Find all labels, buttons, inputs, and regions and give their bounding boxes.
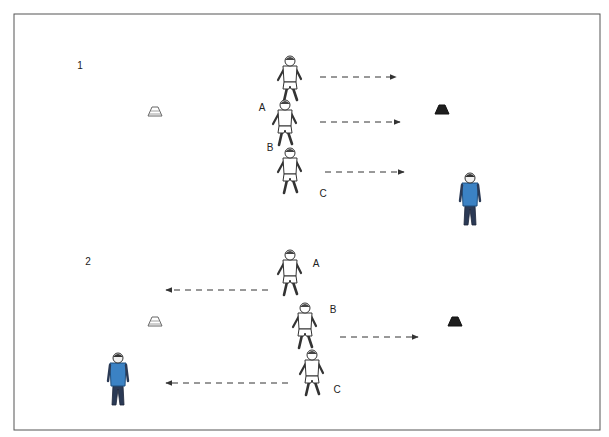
player-figure xyxy=(273,100,296,145)
player-letter: A xyxy=(312,258,321,270)
dark-cone xyxy=(435,105,449,114)
frame xyxy=(14,14,600,430)
player-figure xyxy=(278,148,301,193)
light-cone xyxy=(148,107,162,116)
section-number: 2 xyxy=(84,256,92,268)
run-arrow xyxy=(320,77,396,78)
section-number: 1 xyxy=(76,60,84,72)
run-arrow xyxy=(325,172,404,173)
player-letter: C xyxy=(332,384,341,396)
coach-figure xyxy=(108,353,128,405)
run-arrow xyxy=(166,383,288,384)
player-letter: B xyxy=(266,142,275,154)
player-letter: A xyxy=(258,102,267,114)
dark-cone xyxy=(448,317,462,326)
player-figure xyxy=(278,56,301,101)
player-letter: C xyxy=(318,188,327,200)
light-cone xyxy=(148,317,162,326)
run-arrow xyxy=(320,122,400,123)
player-figure xyxy=(293,303,316,348)
run-arrow xyxy=(340,337,418,338)
run-arrow xyxy=(166,290,268,291)
coach-figure xyxy=(460,173,480,225)
player-figure xyxy=(278,250,301,295)
player-figure xyxy=(300,350,323,395)
player-letter: B xyxy=(329,304,338,316)
